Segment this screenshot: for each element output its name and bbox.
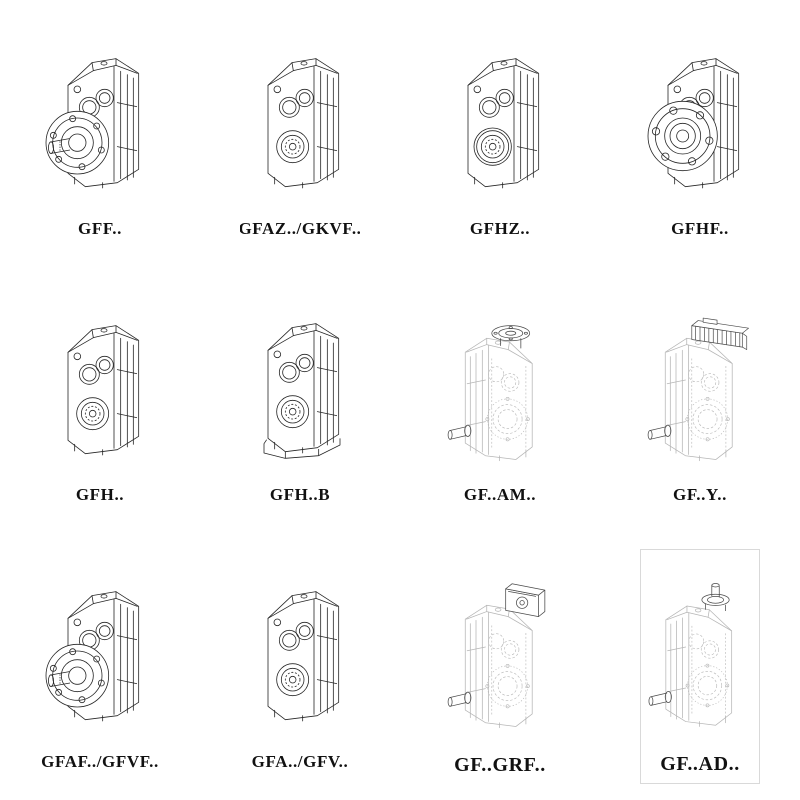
gearbox-line-art [45, 58, 140, 189]
gearbox-line-art [45, 591, 140, 722]
gearbox-line-art [648, 582, 733, 727]
model-label: GF..GRF.. [454, 754, 546, 776]
gearbox-drawing-hollow-face [40, 283, 160, 486]
gearbox-line-art [267, 58, 340, 189]
gearbox-drawing-flange-shaft [40, 549, 160, 753]
model-label: GFHZ.. [469, 219, 531, 239]
model-label: GFH..B [269, 485, 331, 505]
gearbox-line-art [447, 582, 546, 728]
gearbox-drawing-phantom-input-adapter [641, 550, 759, 753]
catalog-cell-gfhf: GFHF.. [640, 16, 760, 251]
catalog-cell-gf-y: GF..Y.. [640, 283, 760, 517]
model-label: GF..AM.. [463, 485, 537, 505]
gearbox-drawing-hollow-face [240, 16, 360, 220]
gearbox-line-art [267, 591, 340, 722]
gearbox-drawing-phantom-adapter [440, 549, 560, 754]
gearbox-line-art [647, 58, 740, 189]
catalog-cell-gfa-gfv: GFA../GFV.. [240, 549, 360, 784]
gearbox-line-art [647, 317, 749, 461]
model-label: GFAZ../GKVF.. [240, 219, 360, 239]
catalog-cell-gfaf-gfvf: GFAF../GFVF.. [40, 549, 160, 784]
gearbox-drawing-hollow-face [440, 16, 560, 220]
gearbox-line-art [263, 322, 341, 459]
gearbox-line-art [467, 58, 540, 189]
gearbox-drawing-phantom-flange-adapter [440, 283, 560, 486]
gearbox-line-art [447, 324, 533, 461]
model-label: GFH.. [75, 485, 125, 505]
model-label: GF..Y.. [673, 485, 727, 505]
catalog-cell-gfh: GFH.. [40, 283, 160, 517]
catalog-cell-gf-am: GF..AM.. [440, 283, 560, 517]
catalog-cell-gff: GFF.. [40, 16, 160, 251]
catalog-cell-gf-grf: GF..GRF.. [440, 549, 560, 784]
gearbox-drawing-output-flange [640, 16, 760, 220]
model-label: GF..AD.. [660, 753, 740, 775]
gearbox-drawing-foot-mounted [240, 283, 360, 486]
catalog-cell-gf-ad: GF..AD.. [640, 549, 760, 784]
catalog-cell-gfhz: GFHZ.. [440, 16, 560, 251]
model-label: GFA../GFV.. [251, 752, 349, 772]
catalog-cell-gfh-b: GFH..B [240, 283, 360, 517]
gearbox-line-art [67, 324, 140, 456]
gearbox-drawing-hollow-face [240, 549, 360, 753]
gearbox-drawing-phantom-motor [640, 283, 760, 486]
catalog-cell-gfaz-gkvf: GFAZ../GKVF.. [240, 16, 360, 251]
gearbox-drawing-flange-shaft [40, 16, 160, 220]
model-label: GFAF../GFVF.. [41, 752, 159, 772]
model-label: GFF.. [78, 219, 122, 239]
model-label: GFHF.. [671, 219, 729, 239]
